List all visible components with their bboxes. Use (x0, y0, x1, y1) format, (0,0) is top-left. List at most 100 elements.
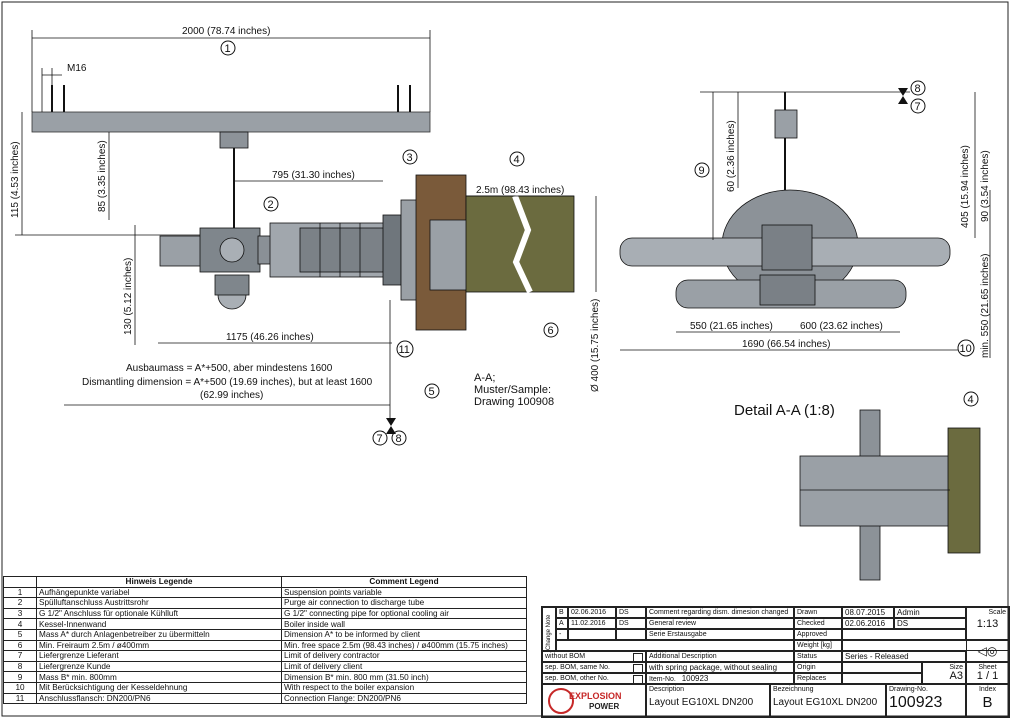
balloon-1 (220, 40, 236, 56)
size-value: A3 (949, 670, 963, 682)
rev-0-text: Serie Erstausgabe (646, 629, 794, 640)
balloon-9 (694, 162, 710, 178)
legend-number: 2 (3, 597, 37, 609)
balloon-label: 5 (429, 386, 435, 398)
description-value: Layout EG10XL DN200 (649, 697, 754, 708)
scale-cell: Scale 1:13 (966, 607, 1009, 640)
balloon-label: 9 (699, 165, 705, 177)
dim-550v: min. 550 (21.65 inches) (980, 253, 991, 358)
replaces-value (842, 673, 922, 684)
logo-line-1: EXPLOSION (569, 691, 622, 701)
status-label: Status (794, 651, 842, 662)
legend-en: Min. free space 2.5m (98.43 inches) / ø4… (281, 639, 527, 652)
status-value: Series - Released (842, 651, 966, 662)
rev-a-text: General review (646, 618, 794, 629)
balloon-4 (509, 151, 525, 167)
sep-bom-other: sep. BOM, other No. (542, 673, 646, 684)
legend-en: G 1/2" connecting pipe for optional cool… (281, 607, 527, 620)
dim-400: Ø 400 (15.75 inches) (590, 299, 601, 392)
without-bom-label: without BOM (545, 653, 586, 660)
legend-de: G 1/2" Anschluss für optionale Kühlluft (36, 607, 282, 620)
dim-115: 115 (4.53 inches) (10, 141, 21, 218)
index-label: Index (978, 686, 997, 693)
add-desc-value: with spring package, without sealing (646, 662, 794, 673)
drawn-date: 08.07.2015 (842, 607, 894, 618)
without-bom: without BOM (542, 651, 646, 662)
checkbox[interactable] (633, 675, 643, 683)
size-label: Size (949, 664, 963, 671)
legend-de: Liefergrenze Lieferant (36, 650, 282, 662)
scale-value: 1:13 (976, 618, 999, 630)
legend-en: Connection Flange: DN200/PN6 (281, 692, 527, 705)
balloon-label: 8 (396, 433, 402, 445)
legend-de: Anschlussflansch: DN200/PN6 (36, 692, 282, 705)
item-no-value: 100923 (681, 674, 709, 683)
dim-550: 550 (21.65 inches) (690, 321, 773, 332)
dim-1690: 1690 (66.54 inches) (742, 339, 830, 350)
legend-de: Spülluftanschluss Austrittsrohr (36, 597, 282, 609)
legend-number: 5 (3, 628, 37, 641)
weight-label: Weight [kg] (794, 640, 842, 651)
dim-90: 90 (3.54 inches) (980, 150, 991, 222)
dim-1175: 1175 (46.26 inches) (226, 332, 314, 343)
sep-bom-other-label: sep. BOM, other No. (545, 675, 609, 682)
balloon-2 (263, 196, 279, 212)
balloons: 1 2 3 4 4 5 6 7 7 8 8 9 10 11 (220, 40, 979, 446)
balloon-label: 4 (968, 394, 974, 406)
checkbox[interactable] (633, 664, 643, 672)
legend-de: Min. Freiraum 2.5m / ø400mm (36, 639, 282, 652)
item-no-label: Item-No. (649, 676, 676, 683)
add-desc-label: Additional Description (646, 651, 794, 662)
sep-bom-same: sep. BOM, same No. (542, 662, 646, 673)
sheet-value: 1 / 1 (976, 670, 999, 682)
drawing-no-cell: Drawing-No.100923 (886, 684, 966, 717)
approved-label: Approved (794, 629, 842, 640)
dim-405: 405 (15.94 inches) (960, 145, 971, 228)
index-value: B (982, 694, 993, 711)
legend-en: Limit of delivery contractor (281, 650, 527, 662)
balloon-label: 1 (225, 43, 231, 55)
rev-b-by: DS (616, 607, 646, 618)
balloon-label: 2 (268, 199, 274, 211)
sep-bom-same-label: sep. BOM, same No. (545, 664, 610, 671)
rev-b-date: 02.06.2016 (568, 607, 616, 618)
scale-label: Scale (988, 609, 1006, 616)
balloon-4-detail (963, 391, 979, 407)
dim-85: 85 (3.35 inches) (97, 140, 108, 212)
origin-label: Origin (794, 662, 842, 673)
checkbox[interactable] (633, 653, 643, 661)
dim-795: 795 (31.30 inches) (272, 170, 355, 181)
balloon-label: 7 (915, 101, 921, 113)
balloon-7 (372, 430, 388, 446)
balloon-6 (543, 322, 559, 338)
note-ausbau-de: Ausbaumass = A*+500, aber mindestens 160… (126, 363, 333, 374)
rev-a: A (556, 618, 568, 629)
balloon-8-right (910, 80, 926, 96)
legend-en: Dimension B* min. 800 mm (31.50 inch) (281, 671, 527, 683)
rev-0-date (568, 629, 616, 640)
rev-empty (556, 640, 794, 651)
dim-130: 130 (5.12 inches) (123, 258, 134, 335)
legend-de: Aufhängepunkte variabel (36, 586, 282, 599)
legend-number: 4 (3, 618, 37, 630)
balloon-label: 4 (514, 154, 520, 166)
logo: EXPLOSION POWER (542, 684, 646, 717)
balloon-label: 6 (548, 325, 554, 337)
delivery-limit-symbol (386, 418, 396, 434)
explosion-power-logo: EXPLOSION POWER (548, 688, 622, 714)
balloon-label: 3 (407, 152, 413, 164)
approved-value (842, 629, 966, 640)
bezeichnung-value: Layout EG10XL DN200 (773, 697, 878, 708)
balloon-label: 10 (960, 343, 972, 355)
